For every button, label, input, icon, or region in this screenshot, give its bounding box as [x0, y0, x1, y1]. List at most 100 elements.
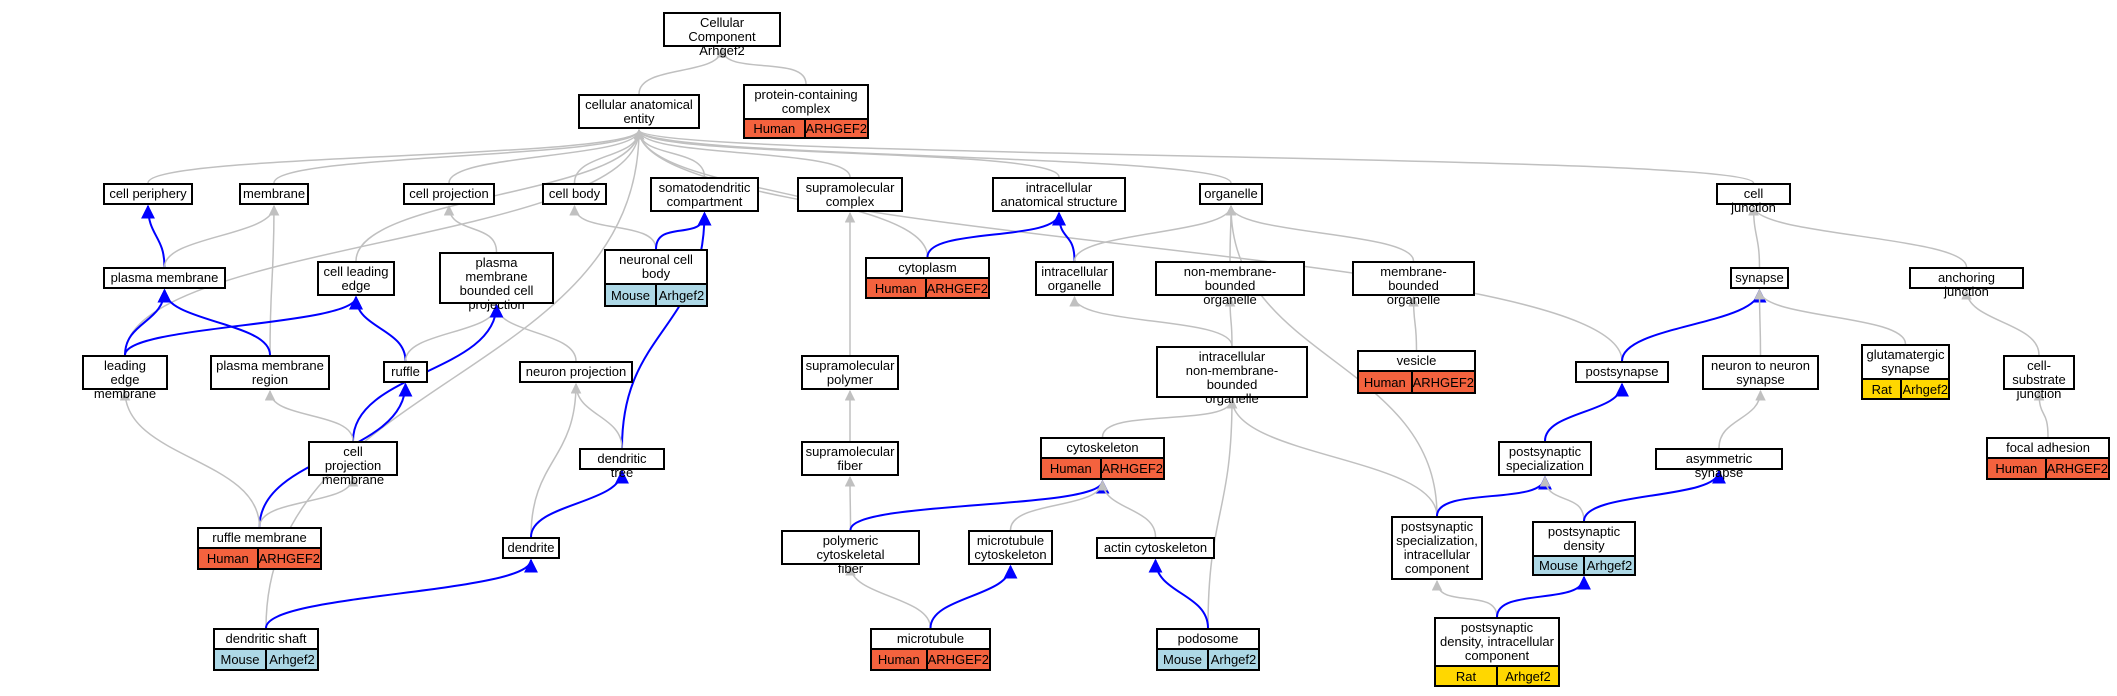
node-organelle[interactable]: organelle [1199, 183, 1263, 205]
species-tag: Mouse [1534, 557, 1583, 574]
node-label: focal adhesion [2006, 440, 2090, 455]
node-label: postsynaptic density [1547, 524, 1621, 553]
edge-part-of [124, 288, 172, 356]
node-label: postsynapse [1585, 364, 1659, 379]
edge-is-a [443, 204, 498, 253]
node-synapse[interactable]: synapse [1730, 267, 1789, 289]
edge-is-a [264, 389, 354, 442]
node-membrane-bounded-organelle[interactable]: membrane-bounded organelle [1352, 261, 1475, 307]
node-supramolecular-polymer[interactable]: supramolecular polymer [801, 355, 899, 390]
gene-tag: Arhgef2 [1583, 557, 1634, 574]
species-tag: Human [867, 279, 925, 297]
node-pm-region[interactable]: plasma membrane region [210, 355, 330, 390]
node-non-membrane-bounded-organelle[interactable]: non-membrane-bounded organelle [1155, 261, 1305, 307]
node-psd-intracellular[interactable]: postsynaptic density, intracellular comp… [1434, 617, 1560, 687]
node-label: plasma membrane region [216, 358, 324, 387]
species-tag: Human [1359, 372, 1411, 392]
edge-part-of [530, 469, 629, 538]
node-cell-projection[interactable]: cell projection [403, 183, 495, 205]
species-tag: Rat [1863, 380, 1901, 398]
node-anchoring-junction[interactable]: anchoring junction [1909, 267, 2024, 299]
node-somatodendritic[interactable]: somatodendritic compartment [650, 177, 759, 212]
node-intracellular-organelle[interactable]: intracellular organelle [1035, 261, 1114, 296]
node-dendritic-tree[interactable]: dendritic tree [579, 448, 665, 480]
node-label: somatodendritic compartment [658, 180, 751, 209]
node-membrane[interactable]: membrane [239, 183, 309, 205]
node-neuron-projection[interactable]: neuron projection [519, 361, 633, 383]
node-actin-cytoskeleton[interactable]: actin cytoskeleton [1096, 537, 1215, 559]
node-label: neuron projection [525, 364, 627, 379]
species-tag: Human [872, 650, 926, 669]
node-ruffle[interactable]: ruffle [383, 361, 428, 383]
node-cell-projection-membrane[interactable]: cell projection membrane [308, 441, 398, 487]
node-polymeric-cytoskeletal-fiber[interactable]: polymeric cytoskeletal fiber [781, 530, 920, 576]
gene-tag: ARHGEF2 [803, 120, 867, 137]
node-cae[interactable]: cellular anatomical entity [578, 94, 700, 129]
node-label: cytoskeleton [1066, 440, 1139, 455]
node-microtubule-cytoskeleton[interactable]: microtubule cytoskeleton [968, 530, 1053, 565]
node-cell-leading-edge[interactable]: cell leading edge [317, 261, 395, 296]
edge-part-of [1148, 558, 1209, 629]
node-supramolecular-complex[interactable]: supramolecular complex [797, 177, 903, 212]
edge-is-a [634, 128, 1755, 184]
node-postsynapse[interactable]: postsynapse [1575, 361, 1669, 383]
edge-is-a [355, 128, 645, 262]
node-label: neuron to neuron synapse [1710, 358, 1811, 387]
node-label: microtubule [896, 631, 965, 646]
node-postsynaptic-spec[interactable]: postsynaptic specialization [1498, 441, 1592, 476]
node-label: supramolecular polymer [805, 358, 895, 387]
node-psd-intracellular-component[interactable]: postsynaptic specialization, intracellul… [1391, 516, 1483, 580]
node-asymmetric-synapse[interactable]: asymmetric synapse [1655, 448, 1783, 480]
node-label: postsynaptic specialization [1505, 444, 1585, 473]
node-label: glutamatergic synapse [1866, 347, 1945, 376]
edge-is-a [1226, 397, 1438, 517]
node-supramolecular-fiber[interactable]: supramolecular fiber [801, 441, 899, 476]
node-label: plasma membrane [110, 270, 219, 285]
node-label: intracellular organelle [1041, 264, 1108, 293]
node-intracellular-struct[interactable]: intracellular anatomical structure [992, 177, 1126, 212]
gene-tag: ARHGEF2 [924, 279, 988, 297]
gene-tag: Arhgef2 [1900, 380, 1948, 398]
node-cell-substrate-junction[interactable]: cell-substrate junction [2003, 355, 2075, 401]
edge-part-of [1583, 469, 1726, 522]
species-tag: Mouse [606, 285, 655, 305]
node-root[interactable]: Cellular Component Arhgef2 [663, 12, 781, 58]
node-pm-bounded-proj[interactable]: plasma membrane bounded cell projection [439, 252, 554, 312]
node-dendrite[interactable]: dendrite [502, 537, 560, 559]
edge-part-of [124, 295, 363, 356]
node-cell-body[interactable]: cell body [542, 183, 607, 205]
edge-part-of [1052, 211, 1076, 262]
edge-is-a [1009, 479, 1108, 531]
node-leading-edge-membrane[interactable]: leading edge membrane [82, 355, 168, 401]
node-label: dendritic shaft [225, 631, 307, 646]
node-cell-periphery[interactable]: cell periphery [103, 183, 193, 205]
edge-part-of [349, 295, 407, 362]
node-label: polymeric cytoskeletal fiber [816, 533, 885, 576]
node-cell-junction[interactable]: cell junction [1716, 183, 1791, 215]
edge-part-of [141, 204, 166, 268]
node-label: cellular anatomical entity [585, 97, 693, 126]
species-tag: Rat [1436, 667, 1496, 685]
node-intracellular-nmbo[interactable]: intracellular non-membrane-bounded organ… [1156, 346, 1308, 406]
node-label: ruffle membrane [212, 530, 307, 545]
node-plasma-membrane[interactable]: plasma membrane [103, 267, 226, 289]
edge-is-a [268, 204, 280, 356]
edge-is-a [1718, 389, 1766, 449]
node-neuron-to-neuron[interactable]: neuron to neuron synapse [1702, 355, 1819, 390]
